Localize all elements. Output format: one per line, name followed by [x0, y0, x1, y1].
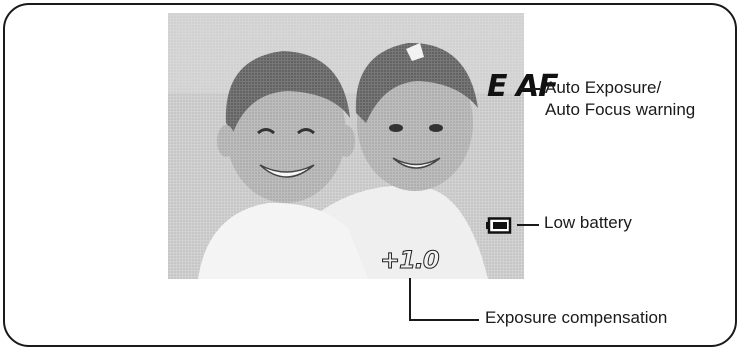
camera-preview-photo: [168, 13, 524, 279]
diagram-frame: [3, 3, 737, 347]
ae-af-callout-line1: Auto Exposure/: [545, 78, 662, 97]
ae-af-callout-line2: Auto Focus warning: [545, 100, 696, 119]
ae-af-warning-indicator: E AF: [487, 69, 559, 104]
exposure-compensation-value: +1.0: [380, 246, 441, 275]
exposure-leader-horizontal: [409, 319, 479, 321]
low-battery-icon: [486, 217, 512, 234]
ae-af-leader-line: [520, 88, 540, 90]
children-photo-illustration: [168, 13, 524, 279]
ae-af-warning-callout: Auto Exposure/ Auto Focus warning: [545, 77, 695, 121]
exposure-leader-vertical: [409, 278, 411, 320]
battery-leader-line: [517, 224, 539, 226]
low-battery-callout: Low battery: [544, 213, 632, 232]
exposure-compensation-callout: Exposure compensation: [485, 308, 668, 327]
